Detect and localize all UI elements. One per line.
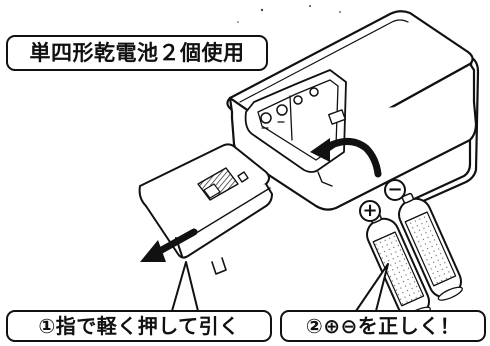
step2-label: ②⊕⊖を正しく！ [305,314,461,338]
remote-control-body-icon [226,10,480,211]
minus-terminal-icon: − [384,179,406,201]
step1-callout: ①指で軽く押して引く [6,310,272,342]
plus-symbol: + [362,200,378,221]
battery-type-callout: 単四形乾電池２個使用 [6,35,268,71]
step2-callout: ②⊕⊖を正しく！ [280,310,486,342]
plus-terminal-icon: + [359,200,381,222]
step1-leader [171,261,199,312]
battery-type-label: 単四形乾電池２個使用 [29,40,245,65]
insert-arrow-icon [310,138,382,178]
minus-symbol: − [387,179,403,200]
step2-leader [355,263,389,312]
speckles [237,5,341,23]
step1-label: ①指で軽く押して引く [38,314,240,338]
pull-arrow-icon [140,228,198,262]
callout-leaders [171,261,389,312]
